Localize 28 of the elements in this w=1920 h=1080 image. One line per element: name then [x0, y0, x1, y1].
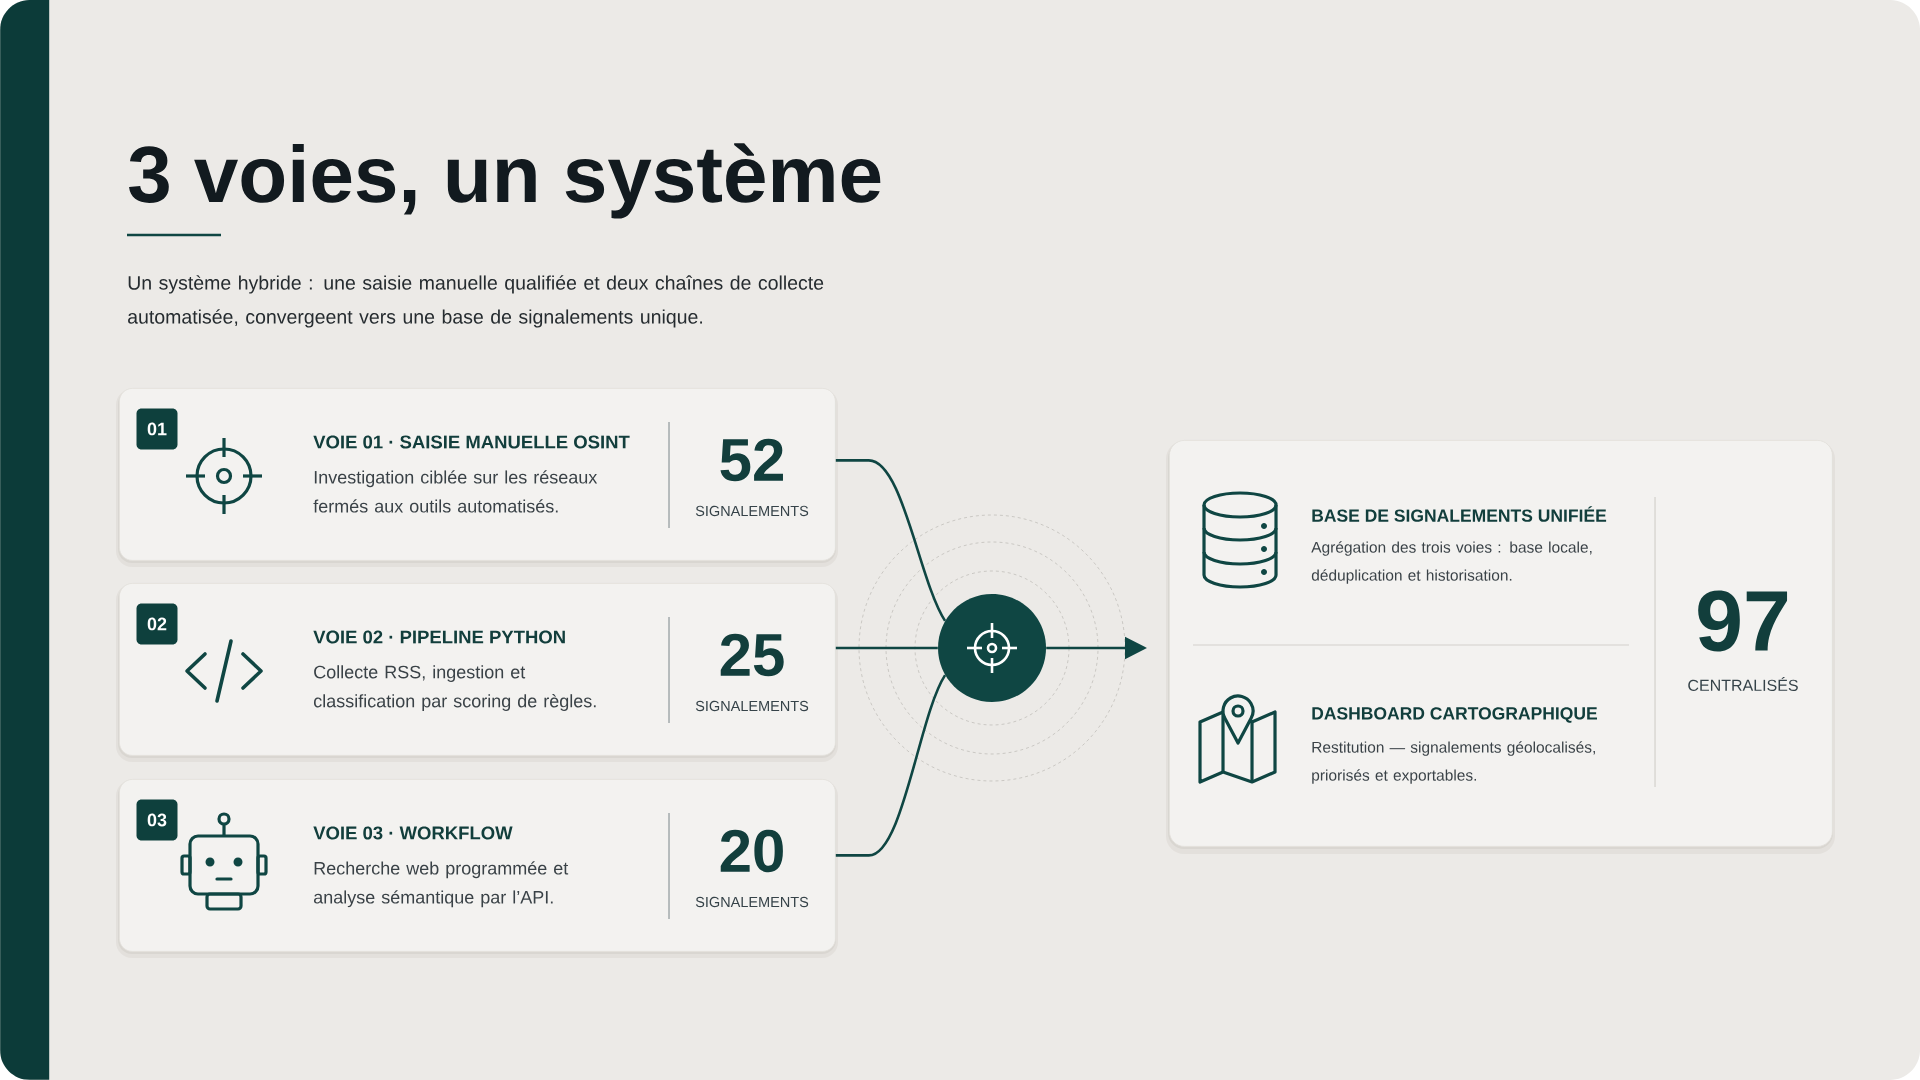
card-heading: VOIE 01 · SAISIE MANUELLE OSINT [313, 435, 630, 449]
count-label: SIGNALEMENTS [695, 700, 809, 712]
total-label: CENTRALISÉS [1688, 677, 1798, 691]
panel-heading: BASE DE SIGNALEMENTS UNIFIÉE [1312, 506, 1607, 522]
title: 3 voies, un système [129, 143, 881, 219]
card-heading: VOIE 03 · WORKFLOW [313, 826, 513, 840]
number-badge: 03 [136, 799, 178, 841]
connector-line [835, 459, 947, 622]
connector-line [835, 674, 947, 857]
card-description: Recherche web programmée et analyse sémantique par l’API. [313, 861, 569, 908]
card-description: Collecte RSS, ingestion et classification par scoring de règles. [313, 665, 596, 711]
card-description: Investigation ciblée sur les réseaux fermés aux outils automatisés. [313, 470, 598, 513]
connector-line [835, 646, 938, 650]
number-badge: 02 [136, 603, 178, 645]
panel-description: Restitution — signalements géolocalisés, priorisés et exportables. [1312, 741, 1595, 784]
count-label: SIGNALEMENTS [695, 896, 809, 908]
count-label: SIGNALEMENTS [695, 505, 809, 517]
count-number: 25 [720, 633, 784, 677]
side-bar [0, 0, 50, 1080]
count-number: 52 [720, 438, 783, 482]
hub-circle [938, 594, 1046, 702]
card-heading: VOIE 02 · PIPELINE PYTHON [313, 630, 565, 644]
subtitle: Un système hybride : une saisie manuelle qualifiée et deux chaînes de collecte automatisée, convergeent vers une base de signalements unique. [128, 275, 824, 328]
panel-heading: DASHBOARD CARTOGRAPHIQUE [1312, 707, 1597, 723]
count-number: 20 [720, 829, 783, 873]
panel-description: Agrégation des trois voies : base locale, déduplication et historisation. [1311, 541, 1592, 584]
total-number: 97 [1698, 590, 1788, 652]
number-badge: 01 [136, 408, 178, 450]
